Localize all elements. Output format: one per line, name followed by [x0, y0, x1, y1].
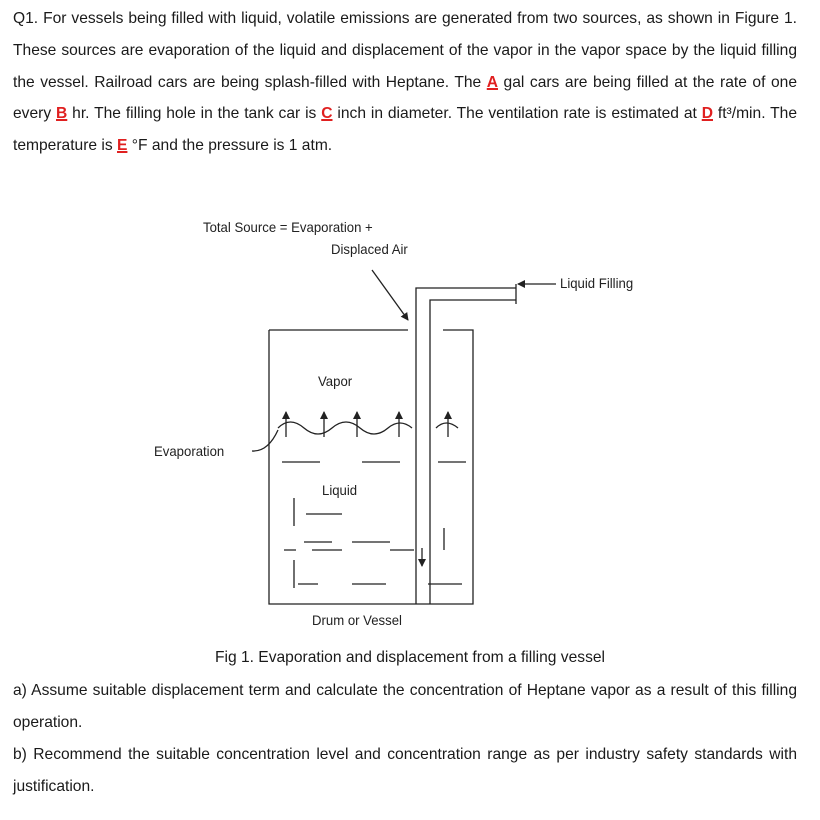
vessel-label: Drum or Vessel [312, 612, 402, 628]
displaced-air-arrow [371, 269, 409, 321]
variable-e: E [117, 137, 128, 155]
question-text-part: For vessels being filled with liquid, vo… [13, 10, 797, 91]
variable-c: C [321, 105, 333, 123]
liquid-filling-label: Liquid Filling [560, 275, 634, 291]
question-number: Q1. [13, 10, 39, 27]
vapor-label: Vapor [318, 373, 353, 389]
question-text-part: °F and the pressure is 1 atm. [127, 137, 333, 155]
variable-d: D [701, 105, 713, 123]
question-text-part: hr. The filling hole in the tank car is [67, 105, 322, 123]
question-text-part: gal cars are being filled at the rate of… [13, 73, 797, 123]
fill-pipe [415, 287, 516, 604]
evaporation-label: Evaporation [154, 443, 225, 459]
liquid-surface-wave [277, 421, 413, 435]
variable-b: B [56, 105, 68, 123]
liquid-label: Liquid [322, 482, 358, 498]
part-a-text: a) Assume suitable displacement term and… [13, 682, 797, 731]
variable-a: A [486, 73, 499, 91]
question-text: Q1. For vessels being filled with liquid… [13, 3, 797, 162]
vessel-outline [268, 329, 474, 605]
figure-caption: Fig 1. Evaporation and displacement from… [214, 649, 606, 666]
question-text-part: inch in diameter. The ventilation rate i… [332, 105, 702, 123]
displaced-air-label: Displaced Air [331, 241, 408, 257]
liquid-dashes [282, 461, 466, 585]
part-b-text: b) Recommend the suitable concentration … [13, 746, 797, 795]
total-source-label: Total Source = Evaporation + [203, 219, 373, 235]
question-text-part: ft³/min. The temperature is [13, 105, 797, 155]
